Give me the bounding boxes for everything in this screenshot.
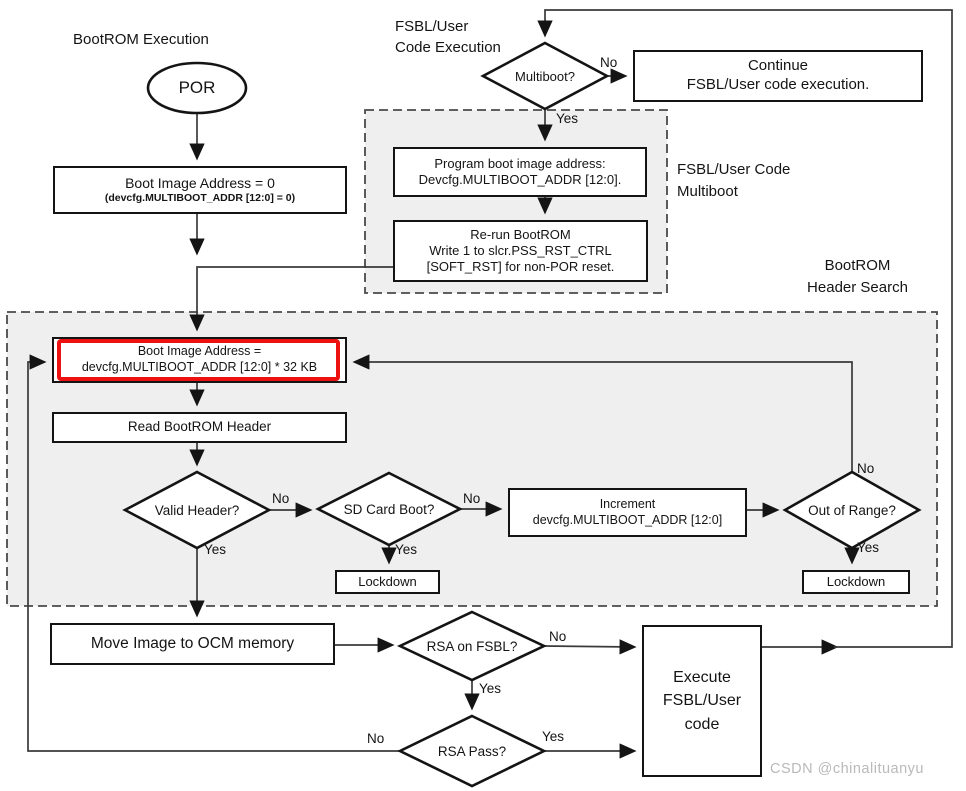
move-image-to-ocm-box: Move Image to OCM memory <box>50 623 335 665</box>
edge-label-valid-header-no: No <box>272 491 290 506</box>
program-boot-image-address-box: Program boot image address: Devcfg.MULTI… <box>393 147 647 197</box>
out-of-range-diamond <box>782 470 922 550</box>
lockdown-sd-box: Lockdown <box>335 570 440 594</box>
edge-label-rsa-pass-yes: Yes <box>542 729 565 744</box>
edge-label-rsa-on-fsbl-no: No <box>549 629 567 644</box>
edge-label-rsa-pass-no: No <box>367 731 385 746</box>
label-fsbl-user-code-multiboot: FSBL/User Code Multiboot <box>677 161 791 200</box>
increment-multiboot-addr-box: Increment devcfg.MULTIBOOT_ADDR [12:0] <box>508 488 747 537</box>
rerun-bootrom-box: Re-run BootROM Write 1 to slcr.PSS_RST_C… <box>393 220 648 282</box>
csdn-watermark: CSDN @chinalituanyu <box>770 761 924 777</box>
multiboot-question-label: Multiboot? <box>515 68 575 84</box>
boot-image-address-zero-box: Boot Image Address = 0 (devcfg.MULTIBOOT… <box>53 166 347 214</box>
out-of-range-question-label: Out of Range? <box>808 502 896 518</box>
sd-card-boot-question-label: SD Card Boot? <box>343 501 435 517</box>
label-bootrom-header-search: BootROM Header Search <box>807 257 908 296</box>
multiboot-diamond <box>480 41 610 111</box>
boot-image-address-multiboot-box: Boot Image Address = devcfg.MULTIBOOT_AD… <box>52 337 347 383</box>
por-label: POR <box>178 78 216 97</box>
rsa-on-fsbl-question-label: RSA on FSBL? <box>426 638 518 654</box>
edge-label-valid-header-yes: Yes <box>204 542 227 557</box>
valid-header-question-label: Valid Header? <box>154 502 240 518</box>
edge-label-sd-card-no: No <box>463 491 481 506</box>
rsa-pass-diamond <box>397 714 547 788</box>
lockdown-range-box: Lockdown <box>802 570 910 594</box>
connectors <box>27 9 953 759</box>
title-bootrom-execution: BootROM Execution <box>73 31 209 48</box>
edge-label-multiboot-no: No <box>600 55 618 70</box>
execute-fsbl-user-code-box: Execute FSBL/User code <box>642 625 762 777</box>
edge-label-multiboot-yes: Yes <box>556 111 579 126</box>
read-bootrom-header-box: Read BootROM Header <box>52 412 347 443</box>
title-fsbl-user-code-execution: FSBL/User Code Execution <box>395 18 501 56</box>
sd-card-boot-diamond <box>315 471 463 547</box>
rsa-on-fsbl-diamond <box>396 610 548 682</box>
edge-label-out-of-range-yes: Yes <box>857 540 880 555</box>
edge-label-rsa-on-fsbl-yes: Yes <box>479 681 502 696</box>
por-terminator <box>146 61 248 115</box>
edge-label-out-of-range-no: No <box>857 461 875 476</box>
edge-label-sd-card-yes: Yes <box>395 542 418 557</box>
continue-fsbl-user-code-box: Continue FSBL/User code execution. <box>633 50 923 102</box>
rsa-pass-question-label: RSA Pass? <box>437 743 507 759</box>
valid-header-diamond <box>122 470 272 550</box>
boot-image-address-zero-line2: (devcfg.MULTIBOOT_ADDR [12:0] = 0) <box>104 192 296 205</box>
boot-image-address-zero-line1: Boot Image Address = 0 <box>125 174 275 191</box>
